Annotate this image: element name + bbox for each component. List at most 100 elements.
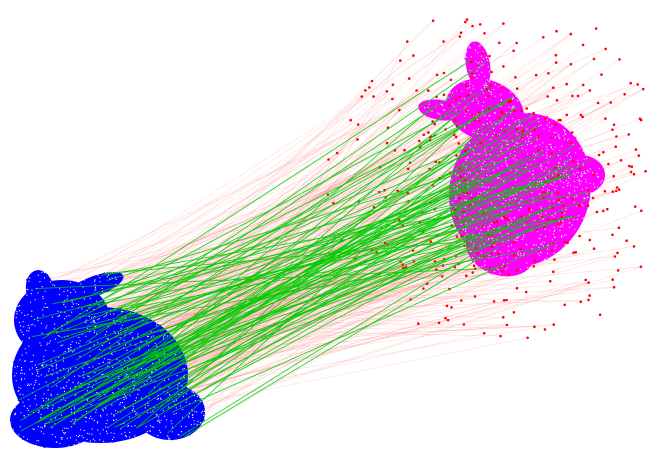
target-bunny-point-highlight (487, 229, 489, 231)
source-bunny-point-highlight (127, 367, 129, 369)
source-bunny-point-highlight (88, 375, 90, 377)
source-bunny-point (71, 324, 74, 327)
source-bunny-point (71, 414, 74, 417)
source-bunny-point-highlight (63, 290, 65, 292)
target-bunny-point-highlight (558, 220, 561, 222)
source-bunny-point-highlight (177, 384, 179, 386)
outlier-point (364, 89, 367, 92)
source-bunny-point-highlight (28, 330, 30, 332)
outlier-point (509, 99, 513, 103)
source-bunny-point-highlight (34, 364, 36, 366)
source-bunny-point-highlight (93, 280, 96, 282)
source-bunny-point-highlight (39, 281, 41, 283)
target-bunny-point-highlight (483, 101, 485, 103)
outlier-point (470, 72, 474, 75)
outlier-point (588, 238, 592, 242)
target-bunny-point-highlight (459, 216, 461, 218)
source-bunny-point-highlight (43, 400, 45, 402)
outlier-point (609, 101, 612, 104)
target-bunny-point (502, 95, 505, 98)
target-bunny-point-highlight (554, 213, 556, 215)
outlier-correspondence-line (175, 265, 505, 377)
target-bunny-point (461, 216, 464, 219)
outlier-point (399, 59, 402, 62)
target-bunny-point (580, 209, 583, 212)
source-bunny-point (28, 435, 31, 438)
source-bunny-point-highlight (82, 437, 85, 439)
outlier-point (574, 251, 578, 254)
target-bunny-point (566, 224, 569, 227)
source-bunny-point (17, 325, 20, 328)
target-bunny-point-highlight (537, 253, 539, 255)
outlier-point (563, 303, 566, 307)
target-bunny-point-highlight (526, 128, 528, 130)
target-bunny-point (549, 236, 552, 240)
source-bunny-point-highlight (155, 369, 157, 371)
target-bunny-point-highlight (558, 161, 560, 163)
source-bunny-point (50, 319, 53, 322)
source-bunny-point (67, 438, 70, 441)
target-bunny-point-highlight (542, 189, 544, 191)
source-bunny-point-highlight (79, 356, 81, 358)
source-bunny-point (46, 340, 49, 343)
source-bunny-point-highlight (159, 397, 162, 399)
outlier-point (546, 95, 549, 98)
target-bunny-point-highlight (486, 79, 488, 81)
outlier-point (586, 204, 590, 207)
outlier-point (412, 54, 415, 57)
outlier-point (588, 294, 591, 297)
source-bunny-point-highlight (42, 397, 44, 400)
target-bunny-point-highlight (449, 92, 451, 94)
source-bunny-point-highlight (146, 380, 148, 382)
source-bunny-point-highlight (25, 352, 27, 354)
source-bunny-point-highlight (16, 313, 18, 315)
source-bunny-point (81, 293, 84, 296)
source-bunny-point (86, 357, 89, 360)
target-bunny-point-highlight (558, 135, 560, 137)
outlier-point (470, 76, 474, 80)
inlier-correspondence-line (75, 97, 511, 361)
source-bunny-point-highlight (156, 414, 158, 416)
outlier-point (487, 94, 490, 98)
source-bunny-point-highlight (89, 341, 91, 343)
target-bunny-point-highlight (483, 243, 485, 245)
target-bunny-point-highlight (558, 162, 560, 164)
source-bunny-point-highlight (41, 365, 43, 367)
outlier-point (533, 128, 536, 132)
source-bunny-point (32, 271, 35, 274)
target-bunny-point-highlight (464, 175, 466, 177)
target-bunny-point-highlight (482, 92, 484, 94)
source-bunny-point (48, 298, 52, 301)
source-bunny-point-highlight (40, 374, 42, 376)
source-bunny-point (196, 410, 199, 413)
source-bunny-point-highlight (75, 439, 77, 441)
target-bunny-silhouette-part (466, 223, 534, 277)
target-bunny-point-highlight (452, 103, 454, 105)
source-bunny-point (56, 322, 59, 325)
target-bunny-point (476, 52, 480, 55)
target-bunny-point-highlight (530, 209, 532, 211)
source-bunny-point-highlight (23, 405, 25, 407)
target-bunny-point-highlight (481, 266, 483, 268)
source-bunny-point-highlight (140, 397, 143, 399)
target-bunny-point-highlight (559, 149, 561, 151)
source-bunny-point-highlight (109, 359, 111, 361)
target-bunny-point-highlight (472, 149, 475, 151)
source-bunny-point-highlight (20, 412, 22, 414)
target-bunny-point-highlight (478, 74, 480, 76)
outlier-point (327, 158, 330, 161)
source-bunny-point-highlight (97, 274, 99, 276)
source-bunny-point (44, 300, 47, 303)
source-bunny-point-highlight (83, 377, 85, 379)
outlier-point (633, 205, 637, 208)
target-bunny-point-highlight (513, 145, 516, 147)
source-bunny-point-highlight (14, 366, 16, 368)
target-bunny-point-highlight (533, 152, 535, 155)
target-bunny-point (523, 262, 526, 265)
source-bunny-point-highlight (175, 407, 177, 409)
source-bunny-point-highlight (15, 372, 17, 374)
source-bunny-point-highlight (192, 416, 194, 419)
source-bunny-point-highlight (117, 332, 119, 334)
source-bunny-point-highlight (28, 280, 30, 282)
source-bunny-point (112, 410, 115, 413)
